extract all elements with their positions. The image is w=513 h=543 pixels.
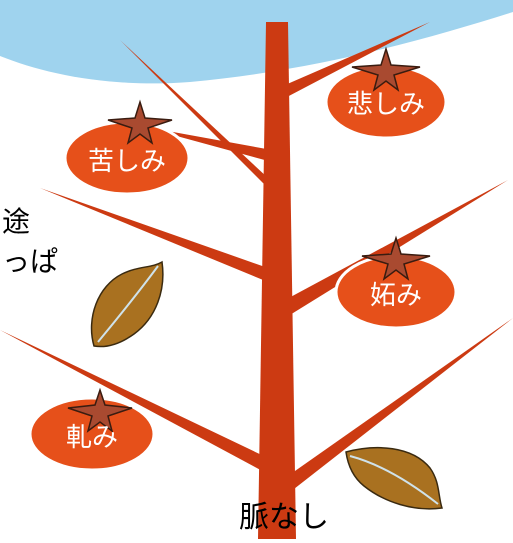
fruit-label-top-right: 悲しみ bbox=[347, 90, 425, 120]
branch-lower-left bbox=[0, 330, 268, 474]
fruit-label-lower-left: 軋み bbox=[66, 423, 118, 453]
branch-upper-left bbox=[40, 188, 268, 282]
fruit-top-right: 悲しみ bbox=[324, 46, 448, 140]
side-text-fragment-1: 途 bbox=[2, 205, 31, 238]
branch-top-left bbox=[120, 40, 270, 190]
calyx-star-icon bbox=[67, 387, 133, 433]
fruit-upper-left: 苦しみ bbox=[63, 99, 191, 196]
fruit-label-middle-right: 妬み bbox=[370, 281, 422, 311]
trunk bbox=[258, 22, 296, 539]
fruit-lower-left: 軋み bbox=[28, 387, 156, 472]
leaf-left bbox=[90, 260, 164, 348]
calyx-star-icon bbox=[351, 46, 421, 92]
branch-top-right bbox=[285, 22, 430, 98]
calyx-star-icon bbox=[107, 99, 173, 145]
side-text-fragment-2: っぱ bbox=[2, 245, 59, 278]
sky-banner bbox=[0, 0, 513, 84]
fruit-label-upper-left: 苦しみ bbox=[88, 147, 166, 177]
leaf-right bbox=[345, 447, 443, 510]
calyx-star-icon bbox=[361, 235, 431, 281]
fruit-middle-right: 妬み bbox=[334, 235, 458, 330]
trunk-base-label: 脈なし bbox=[239, 500, 329, 535]
branch-lower-right bbox=[285, 318, 513, 496]
